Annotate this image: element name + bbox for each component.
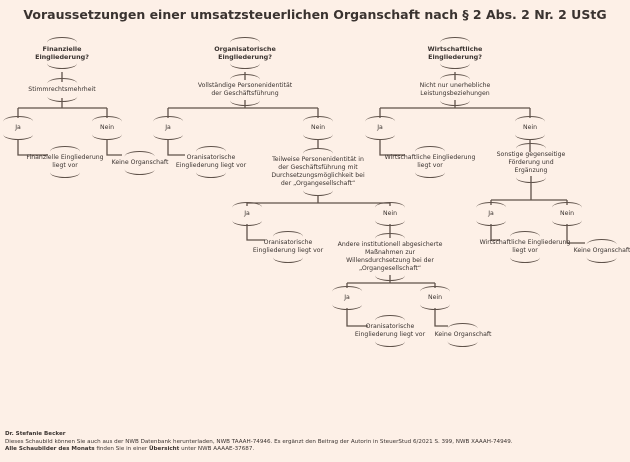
result-wirtschaftliche-eingliederung: Wirtschaftliche Eingliederung liegt vor [378,146,482,178]
result-keine-organschaft: Keine Organschaft [570,239,630,263]
yes-node: Ja [332,286,362,310]
author: Dr. Stefanie Becker [5,431,66,437]
no-node: Nein [374,202,406,226]
leistungsbeziehungen-node: Nicht nur unerhebliche Leistungsbeziehun… [409,74,501,106]
stimmrechtsmehrheit-node: Stimmrechtsmehrheit [24,78,99,102]
result-keine-organschaft: Keine Organschaft [431,323,496,347]
no-node: Nein [91,116,123,140]
result-organisatorische-eingliederung: Oranisatorische Eingliederung liegt vor [238,231,338,263]
footer-link-uebersicht[interactable]: Übersicht [149,446,180,452]
footer-line-2: Alle Schaubilder des Monats finden Sie i… [5,446,513,454]
yes-node: Ja [3,116,33,140]
footer-text: unter NWB AAAAE-37687. [179,446,255,452]
footer-line-1: Dieses Schaubild können Sie auch aus der… [5,438,513,445]
result-organisatorische-eingliederung: Oranisatorische Eingliederung liegt vor [161,146,261,178]
result-finanzielle-eingliederung: Finanzielle Eingliederung liegt vor [21,146,109,178]
organisatorische-eingliederung-title: Organisatorische Eingliederung? [208,37,282,69]
footer-bold-text: Alle Schaubilder des Monats [5,446,95,452]
finanzielle-eingliederung-title: Finanzielle Eingliederung? [28,37,96,69]
yes-node: Ja [153,116,183,140]
result-wirtschaftliche-eingliederung: Wirtschaftliche Eingliederung liegt vor [473,231,577,263]
footer: Dr. Stefanie Becker Dieses Schaubild kön… [5,431,513,454]
result-keine-organschaft: Keine Organschaft [108,151,173,175]
footer-text: finden Sie in einer [94,446,150,452]
wirtschaftliche-eingliederung-title: Wirtschaftliche Eingliederung? [418,37,492,69]
no-node: Nein [551,202,583,226]
page-title: Voraussetzungen einer umsatzsteuerlichen… [23,7,607,22]
yes-node: Ja [232,202,262,226]
andere-massnahmen-node: Andere institutionell abgesicherte Maßna… [332,233,448,281]
personenidentitaet-node: Vollständige Personenidentität der Gesch… [191,74,299,106]
yes-node: Ja [476,202,506,226]
foerderung-ergaenzung-node: Sonstige gegenseitige Förderung und Ergä… [487,143,575,183]
no-node: Nein [419,286,451,310]
no-node: Nein [302,116,334,140]
teilweise-personenidentitaet-node: Teilweise Personenidentität in der Gesch… [267,148,369,196]
yes-node: Ja [365,116,395,140]
no-node: Nein [514,116,546,140]
result-organisatorische-eingliederung: Oranisatorische Eingliederung liegt vor [340,315,440,347]
